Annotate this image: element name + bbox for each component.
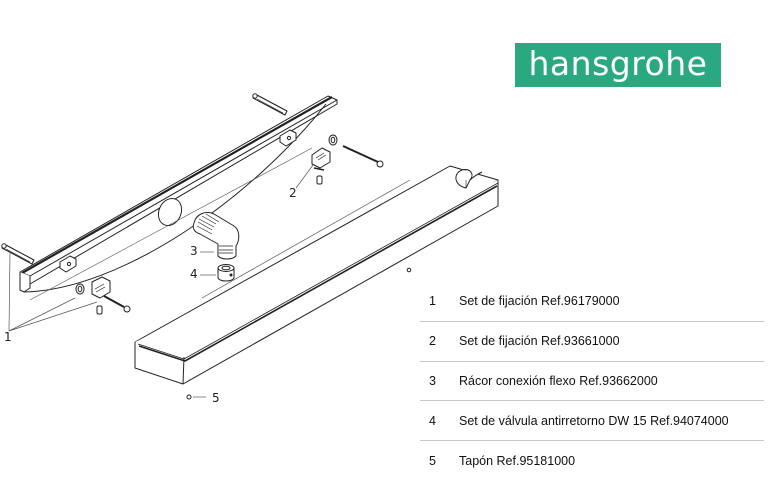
- shelf-drawing: [29, 147, 499, 385]
- part-description: Tapón Ref.95181000: [459, 453, 576, 468]
- callout-2: 2: [289, 186, 297, 200]
- callout-3: 3: [190, 244, 198, 258]
- parts-list-row: 2 Set de fijación Ref.93661000: [420, 322, 764, 362]
- brand-name: hansgrohe: [528, 43, 708, 83]
- parts-list: 1 Set de fijación Ref.96179000 2 Set de …: [420, 282, 764, 480]
- elbow-connector-drawing: [192, 211, 240, 260]
- hansgrohe-logo: hansgrohe: [515, 43, 721, 87]
- callout-4: 4: [190, 267, 198, 281]
- part-number: 3: [429, 373, 436, 388]
- plug-drawing: [186, 394, 206, 400]
- callout-1: 1: [4, 330, 12, 344]
- part-description: Set de válvula antirretorno DW 15 Ref.94…: [459, 413, 729, 428]
- anchor-screws-drawing: [1, 93, 288, 265]
- part-number: 4: [429, 413, 436, 428]
- parts-list-row: 1 Set de fijación Ref.96179000: [420, 282, 764, 322]
- parts-list-row: 3 Rácor conexión flexo Ref.93662000: [420, 362, 764, 402]
- part-description: Set de fijación Ref.93661000: [459, 334, 620, 349]
- parts-list-row: 4 Set de válvula antirretorno DW 15 Ref.…: [420, 401, 764, 442]
- part-number: 5: [429, 453, 436, 468]
- callout-5: 5: [212, 391, 220, 405]
- fixing-set-1-drawing: [8, 251, 131, 332]
- fixing-set-2-drawing: [295, 134, 384, 189]
- check-valve-drawing: [200, 264, 235, 282]
- part-description: Set de fijación Ref.96179000: [459, 294, 620, 309]
- part-number: 1: [429, 294, 436, 309]
- part-description: Rácor conexión flexo Ref.93662000: [459, 373, 658, 388]
- parts-list-row: 5 Tapón Ref.95181000: [420, 441, 764, 480]
- wall-rail-drawing: [19, 95, 338, 293]
- part-number: 2: [429, 334, 436, 349]
